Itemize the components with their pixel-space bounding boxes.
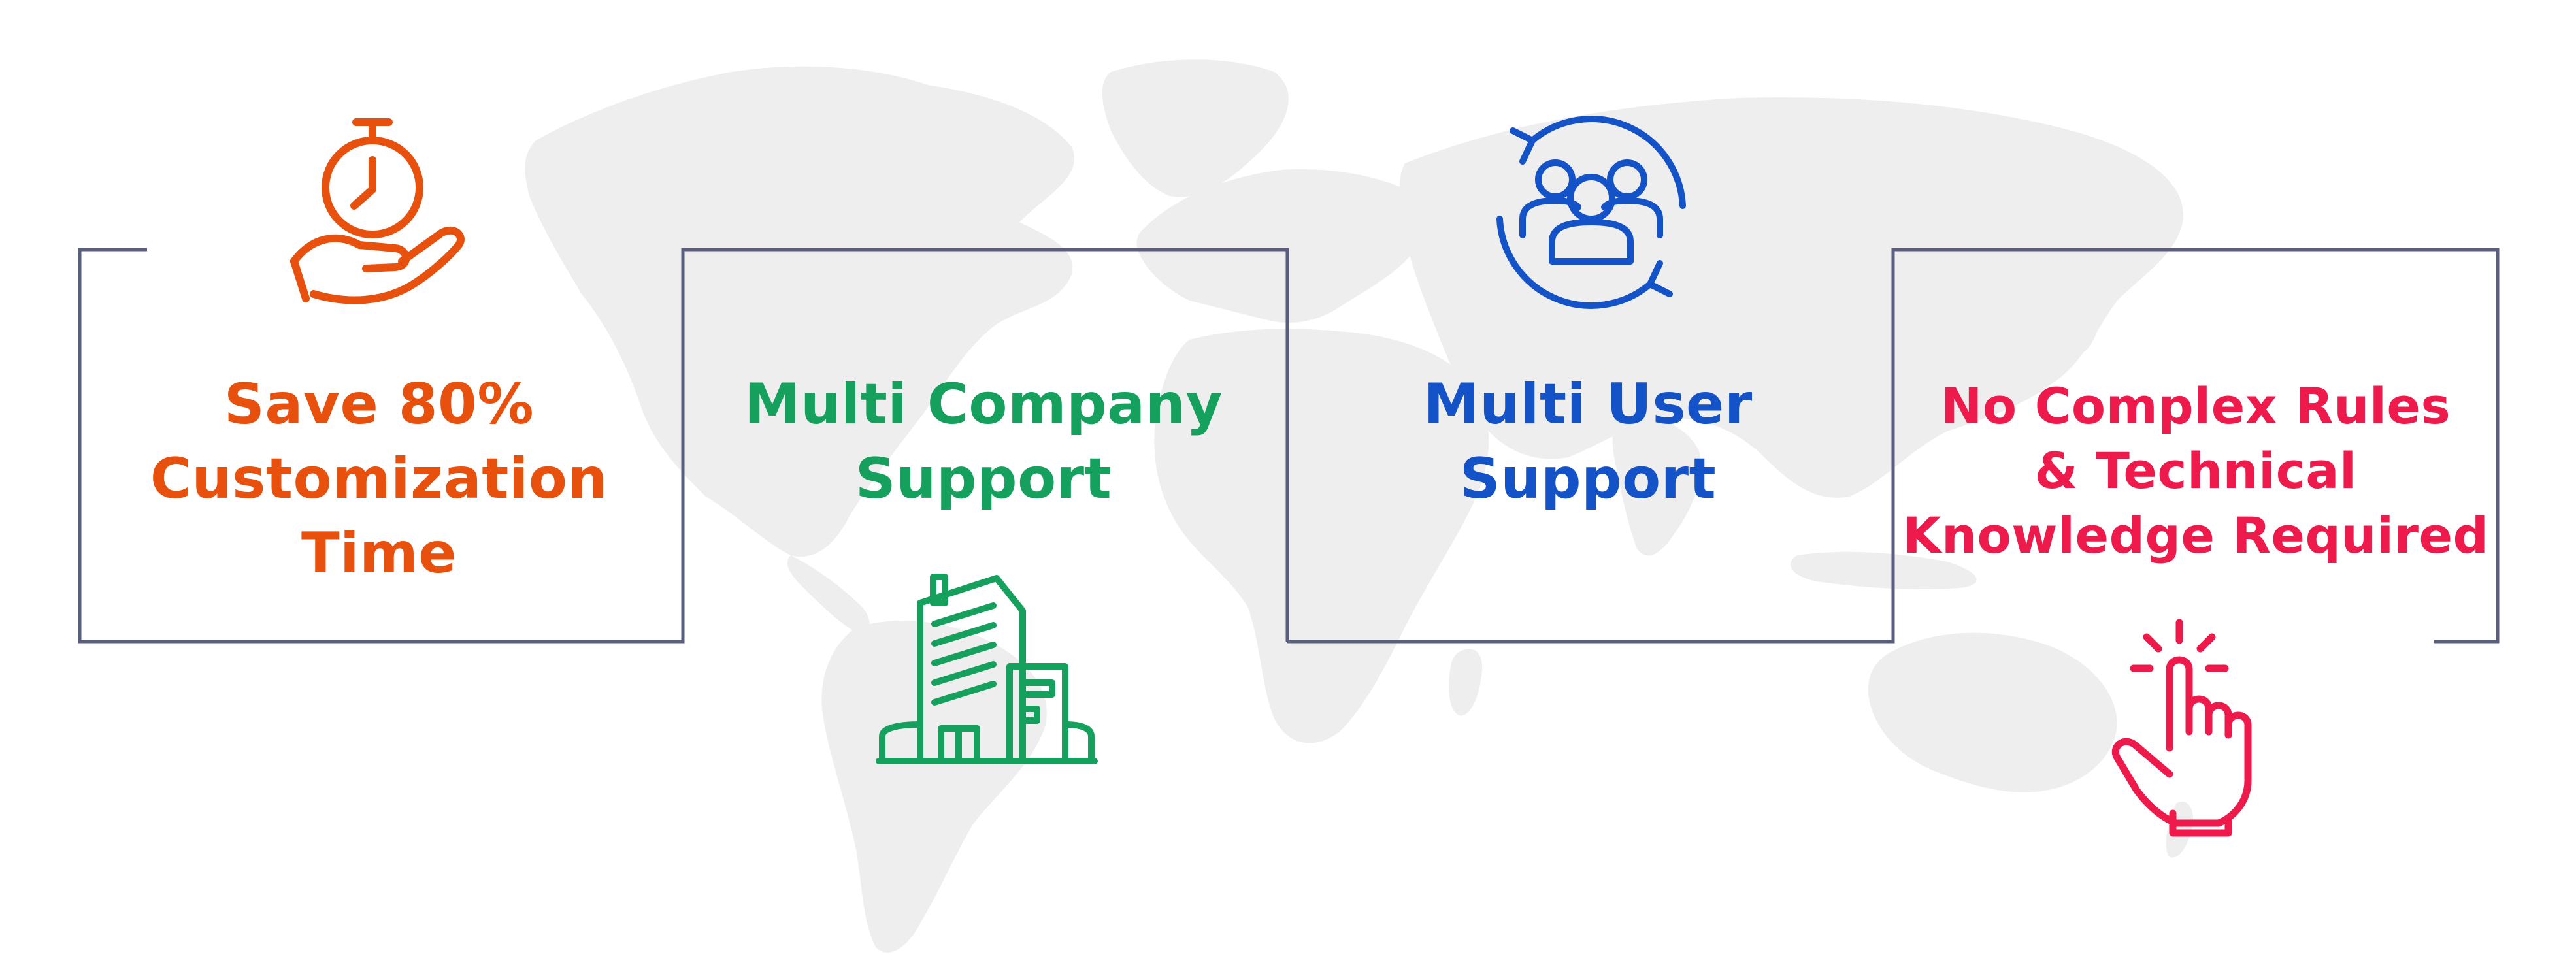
box-1-outline	[78, 248, 1289, 644]
box-3-outline	[1287, 248, 2500, 644]
users-sync-icon	[1496, 116, 1686, 309]
feature-title-customization-time: Save 80% Customization Time	[150, 372, 608, 586]
hand-click-icon	[2111, 619, 2252, 837]
office-building-icon	[876, 574, 1098, 764]
stopwatch-hand-icon	[290, 118, 465, 304]
feature-title-no-complex-rules: No Complex Rules & Technical Knowledge R…	[1902, 377, 2489, 564]
feature-title-multi-company: Multi Company Support	[744, 372, 1223, 512]
feature-title-multi-user: Multi User Support	[1423, 372, 1753, 512]
